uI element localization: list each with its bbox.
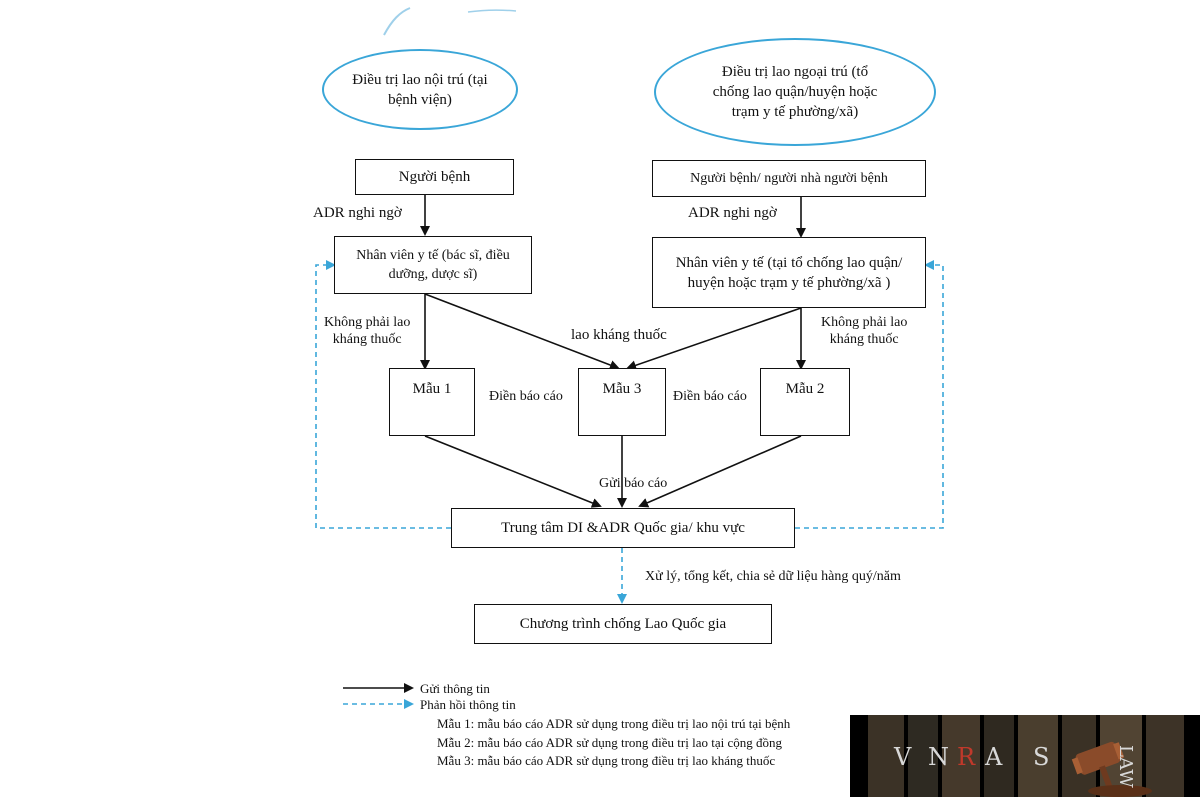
label-fill-report-right: Điền báo cáo — [673, 389, 747, 404]
label-not-resistant-right-line: kháng thuốc — [829, 332, 899, 347]
book-spine-decoration — [1146, 715, 1184, 797]
box-patient-right-label: Người bệnh/ người nhà người bệnh — [690, 171, 888, 186]
box-staff-left-line: dưỡng, dược sĩ) — [388, 267, 478, 282]
logo-letter: R — [957, 743, 976, 771]
label-not-resistant-left-line: Không phải lao — [324, 315, 411, 330]
book-spine-decoration — [984, 715, 1014, 797]
box-staff-right-line: Nhân viên y tế (tại tổ chống lao quận/ — [675, 254, 903, 271]
gavel-icon — [1071, 741, 1152, 797]
box-staff-right: Nhân viên y tế (tại tổ chống lao quận/ h… — [652, 237, 926, 308]
box-program: Chương trình chống Lao Quốc gia — [474, 604, 772, 644]
edge-form2-center — [638, 435, 802, 508]
box-patient-right: Người bệnh/ người nhà người bệnh — [652, 160, 926, 197]
ellipse-inpatient: Điều trị lao nội trú (tại bệnh viện) — [322, 49, 518, 130]
label-adr-left: ADR nghi ngờ — [313, 205, 402, 221]
edge-staff-right-form3 — [626, 307, 802, 371]
label-send-report: Gửi báo cáo — [599, 476, 668, 491]
label-not-resistant-right: Không phải lao kháng thuốc — [821, 314, 907, 348]
label-not-resistant-left-line: kháng thuốc — [332, 332, 402, 347]
ellipse-outpatient: Điều trị lao ngoại trú (tổ chống lao quậ… — [654, 38, 936, 146]
edge-form1-center — [424, 435, 602, 508]
note-form2: Mẫu 2: mẫu báo cáo ADR sử dụng trong điề… — [437, 735, 782, 750]
box-staff-right-line: huyện hoặc trạm y tế phường/xã ) — [687, 274, 891, 291]
label-resistant: lao kháng thuốc — [571, 327, 667, 343]
edge-feedback-right — [795, 260, 944, 529]
box-staff-left-line: Nhân viên y tế (bác sĩ, điều — [356, 248, 510, 263]
box-form2: Mẫu 2 — [760, 368, 850, 436]
note-form1: Mẫu 1: mẫu báo cáo ADR sử dụng trong điề… — [437, 716, 791, 731]
logo-letter: N — [928, 743, 949, 771]
box-patient-left-label: Người bệnh — [398, 169, 471, 185]
box-form1: Mẫu 1 — [389, 368, 475, 436]
book-spine-decoration — [942, 715, 980, 797]
box-form3-label: Mẫu 3 — [602, 381, 642, 397]
legend-feedback-label: Phản hồi thông tin — [420, 697, 516, 712]
label-fill-report-left: Điền báo cáo — [489, 389, 563, 404]
ellipse-inpatient-line: bệnh viện) — [388, 91, 452, 108]
box-form2-label: Mẫu 2 — [785, 381, 825, 397]
logo-letter: V — [894, 743, 912, 771]
book-spine-decoration — [868, 715, 904, 797]
box-center-label: Trung tâm DI &ADR Quốc gia/ khu vực — [501, 520, 745, 536]
edge-staff-left-form3 — [424, 293, 620, 370]
decorative-stroke — [383, 7, 411, 36]
note-form3: Mẫu 3: mẫu báo cáo ADR sử dụng trong điề… — [437, 753, 776, 768]
ellipse-outpatient-line: Điều trị lao ngoại trú (tổ — [721, 64, 869, 80]
box-form3: Mẫu 3 — [578, 368, 666, 436]
logo-law-text: LAW — [1115, 745, 1136, 788]
label-process: Xử lý, tổng kết, chia sẻ dữ liệu hàng qu… — [645, 569, 901, 584]
vnras-logo: V N R A S LAW — [850, 715, 1200, 797]
edge-feedback-left — [315, 260, 451, 529]
legend-send-label: Gửi thông tin — [420, 681, 490, 696]
logo-letter: A — [985, 743, 1003, 771]
box-patient-left: Người bệnh — [355, 159, 514, 195]
label-adr-right: ADR nghi ngờ — [688, 205, 777, 221]
box-staff-left: Nhân viên y tế (bác sĩ, điều dưỡng, dược… — [334, 236, 532, 294]
box-form1-label: Mẫu 1 — [412, 381, 452, 397]
decorative-stroke — [467, 9, 517, 13]
ellipse-outpatient-line: chống lao quận/huyện hoặc — [712, 84, 878, 100]
box-center: Trung tâm DI &ADR Quốc gia/ khu vực — [451, 508, 795, 548]
book-spine-decoration — [908, 715, 938, 797]
label-not-resistant-left: Không phải lao kháng thuốc — [324, 314, 410, 348]
box-program-label: Chương trình chống Lao Quốc gia — [519, 616, 727, 632]
label-not-resistant-right-line: Không phải lao — [821, 315, 908, 330]
ellipse-outpatient-line: trạm y tế phường/xã) — [731, 104, 859, 120]
book-spine-decoration — [1018, 715, 1058, 797]
logo-letter: S — [1033, 743, 1050, 771]
ellipse-inpatient-line: Điều trị lao nội trú (tại — [352, 71, 488, 88]
